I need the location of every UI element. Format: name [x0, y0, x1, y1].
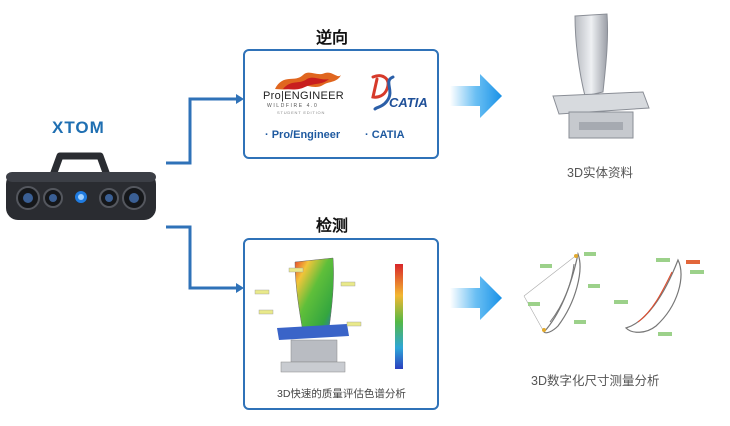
arrow-right-icon	[450, 276, 502, 320]
scanner-label: XTOM	[52, 118, 105, 137]
blade-solid-model	[552, 13, 650, 139]
proe-edition: STUDENT EDITION	[277, 110, 326, 115]
reverse-title: 逆向	[316, 30, 349, 47]
dimension-drawing-2	[614, 258, 704, 336]
proe-flame-icon	[275, 72, 341, 90]
dimension-drawing-1	[523, 251, 600, 334]
software-catia-label: · CATIA	[365, 129, 405, 141]
proe-sub: WILDFIRE 4.0	[267, 103, 319, 109]
proe-brand: Pro|ENGINEER	[263, 90, 345, 102]
scanner-image	[6, 152, 156, 220]
software-proe-label: · Pro/Engineer	[265, 129, 341, 141]
ds-icon	[371, 74, 395, 111]
arrow-right-icon	[450, 74, 502, 118]
connector-to-reverse	[166, 97, 236, 165]
inspect-caption: 3D快速的质量评估色谱分析	[277, 388, 406, 400]
catia-logo: CATIA	[369, 71, 429, 121]
inspect-result-label: 3D数字化尺寸测量分析	[531, 374, 660, 388]
inspect-box: 3D快速的质量评估色谱分析	[243, 238, 439, 410]
connector-to-inspect	[166, 225, 236, 290]
reverse-box: Pro|ENGINEER WILDFIRE 4.0 STUDENT EDITIO…	[243, 49, 439, 159]
color-map-callouts	[254, 267, 362, 327]
color-scale-bar	[395, 264, 403, 369]
proe-logo: Pro|ENGINEER WILDFIRE 4.0 STUDENT EDITIO…	[263, 69, 349, 119]
inspect-title: 检测	[316, 218, 349, 235]
color-map-blade	[277, 257, 349, 373]
reverse-result-label: 3D实体资料	[567, 166, 633, 180]
catia-brand: CATIA	[389, 95, 428, 110]
